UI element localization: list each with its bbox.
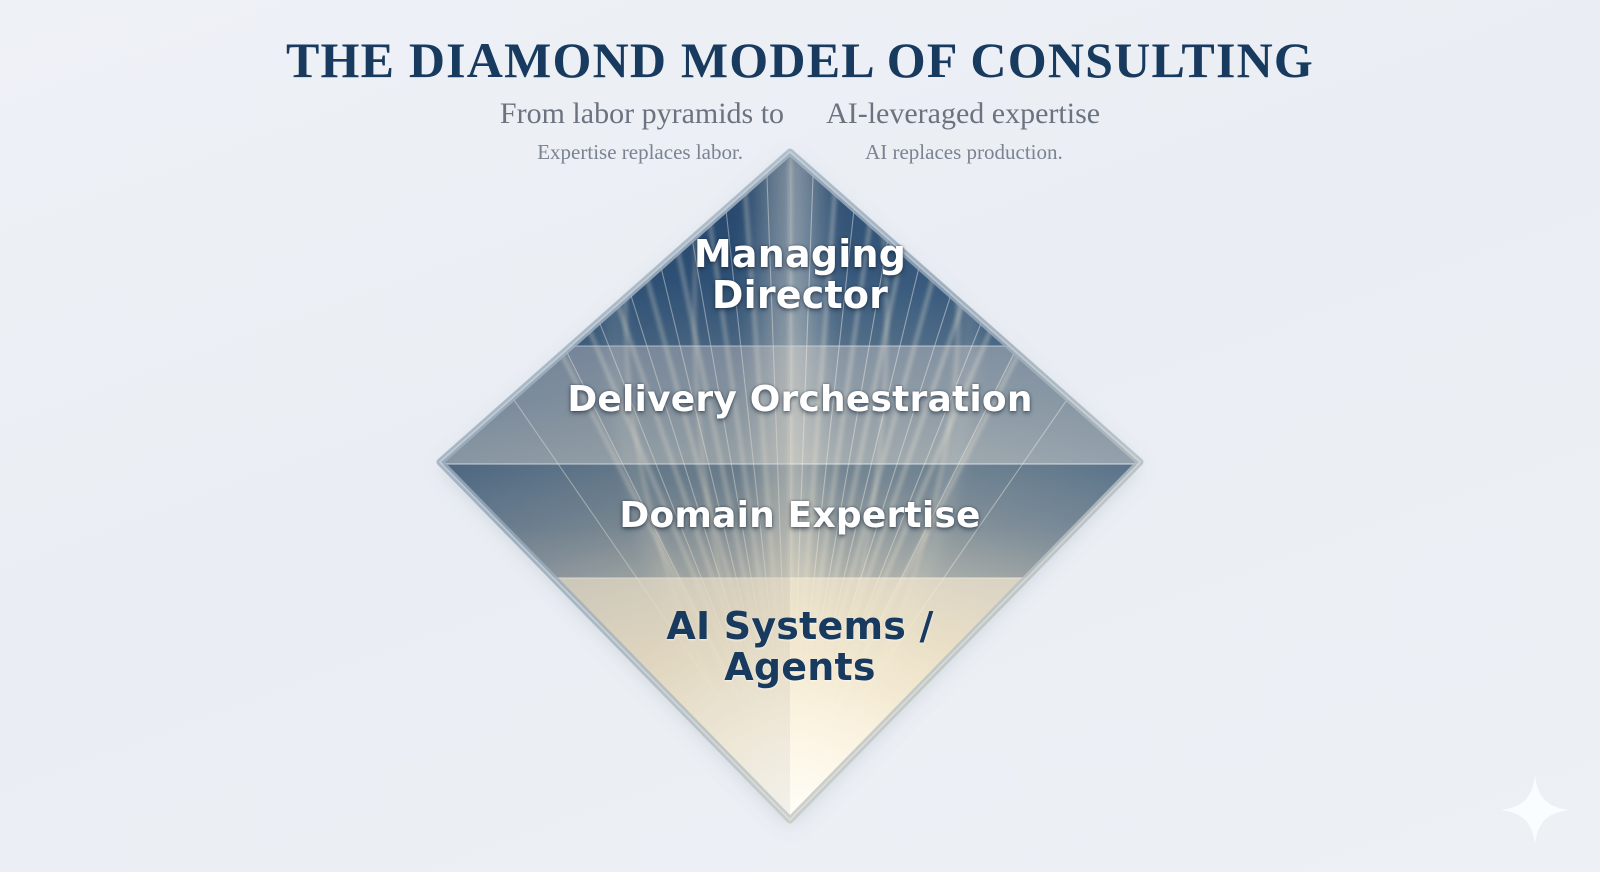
facet-right xyxy=(790,152,1140,820)
sparkle-icon xyxy=(1501,776,1569,844)
facet-left xyxy=(440,152,790,820)
diamond-rim xyxy=(436,148,1144,824)
diamond-body xyxy=(440,152,1140,820)
diamond-rim-highlight xyxy=(439,151,1141,821)
